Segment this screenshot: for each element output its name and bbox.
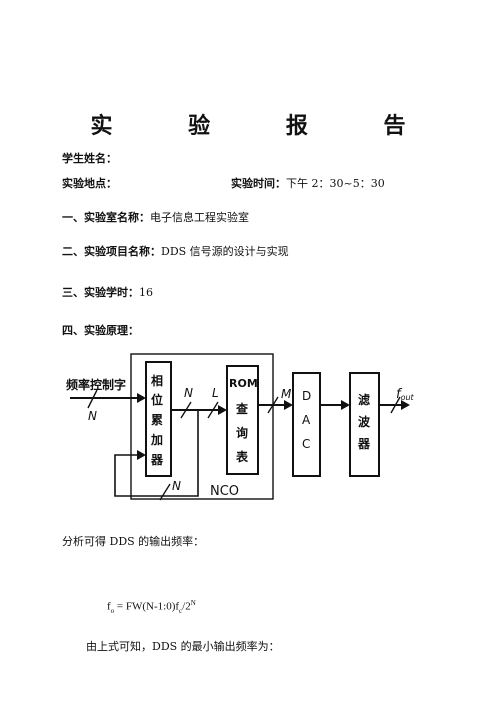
slash-filter-out bbox=[390, 396, 401, 414]
arrowhead-input bbox=[137, 393, 146, 403]
section-project-name-label: 二、实验项目名称： bbox=[62, 245, 161, 258]
section-hours: 三、实验学时：16 bbox=[62, 284, 153, 300]
conclusion-text: 由上式可知，DDS 的最小输出频率为： bbox=[86, 640, 280, 653]
arrowhead-feedback bbox=[137, 450, 146, 460]
output-frequency-formula: fo = FW(N-1:0)fc/2N bbox=[107, 599, 196, 615]
acc-char-4: 器 bbox=[150, 453, 164, 467]
section-lab-name-value: 电子信息工程实验室 bbox=[150, 211, 249, 224]
filter-char-0: 滤 bbox=[358, 392, 370, 407]
slash-rom-in bbox=[207, 401, 219, 419]
section-hours-value: 16 bbox=[139, 286, 153, 299]
arrowhead-output bbox=[401, 400, 410, 410]
slash-input bbox=[87, 389, 98, 409]
formula-sub-o: o bbox=[110, 606, 115, 615]
dac-char-1: A bbox=[302, 413, 311, 427]
arrowhead-rom bbox=[218, 405, 227, 415]
section-project-name: 二、实验项目名称：DDS 信号源的设计与实现 bbox=[62, 243, 289, 259]
lab-time-value: 下午 2：30~5：30 bbox=[286, 177, 385, 190]
formula-end: /2 bbox=[182, 600, 191, 613]
formula-sup-n: N bbox=[190, 599, 196, 607]
acc-char-3: 加 bbox=[150, 432, 163, 447]
slash-acc-out bbox=[180, 401, 192, 419]
feedback-loop-line bbox=[114, 410, 199, 497]
label-l: L bbox=[212, 386, 219, 400]
filter-char-2: 器 bbox=[357, 437, 371, 451]
dac-char-0: D bbox=[302, 389, 311, 403]
analysis-text: 分析可得 DDS 的输出频率： bbox=[62, 535, 205, 548]
section-project-name-value: DDS 信号源的设计与实现 bbox=[161, 245, 289, 258]
slash-rom-out bbox=[267, 396, 279, 414]
section-lab-name-label: 一、实验室名称： bbox=[62, 211, 150, 224]
rom-lookup-box bbox=[226, 365, 259, 475]
formula-f: f bbox=[107, 600, 111, 613]
rom-char-2: 询 bbox=[236, 425, 248, 440]
slash-feedback bbox=[159, 483, 171, 501]
freq-control-word-label: 频率控制字 bbox=[66, 377, 126, 392]
label-fout: fout bbox=[396, 387, 415, 402]
rom-char-3: 表 bbox=[235, 449, 249, 464]
label-n-input: N bbox=[88, 409, 97, 423]
filter-char-1: 波 bbox=[358, 414, 371, 429]
rom-char-0: ROM bbox=[229, 377, 258, 390]
formula-mid: = FW(N-1:0)f bbox=[114, 600, 180, 613]
student-name-label: 学生姓名： bbox=[62, 152, 117, 165]
arrowhead-dac bbox=[284, 400, 293, 410]
arrowhead-filter bbox=[341, 400, 350, 410]
label-n-feedback: N bbox=[172, 479, 181, 493]
label-n-mid: N bbox=[184, 386, 193, 400]
rom-char-1: 查 bbox=[235, 401, 249, 416]
phase-accumulator-box bbox=[145, 361, 172, 477]
acc-char-2: 累 bbox=[151, 413, 163, 427]
acc-char-0: 相 bbox=[151, 373, 163, 388]
section-lab-name: 一、实验室名称：电子信息工程实验室 bbox=[62, 209, 249, 225]
dac-box bbox=[292, 372, 321, 477]
acc-char-1: 位 bbox=[151, 392, 163, 407]
nco-outer-box bbox=[130, 353, 274, 500]
lab-time-label: 实验时间： bbox=[231, 177, 286, 190]
lab-time-row: 实验时间：下午 2：30~5：30 bbox=[231, 175, 385, 191]
page-title: 实 验 报 告 bbox=[90, 114, 440, 139]
section-hours-label: 三、实验学时： bbox=[62, 286, 139, 299]
lab-location-label: 实验地点： bbox=[62, 177, 117, 190]
dac-char-2: C bbox=[302, 437, 310, 451]
label-m: M bbox=[281, 387, 292, 401]
label-nco: NCO bbox=[210, 484, 239, 499]
section-principle-label: 四、实验原理： bbox=[62, 324, 139, 337]
filter-box bbox=[349, 372, 380, 477]
formula-sub-c: c bbox=[179, 606, 183, 615]
